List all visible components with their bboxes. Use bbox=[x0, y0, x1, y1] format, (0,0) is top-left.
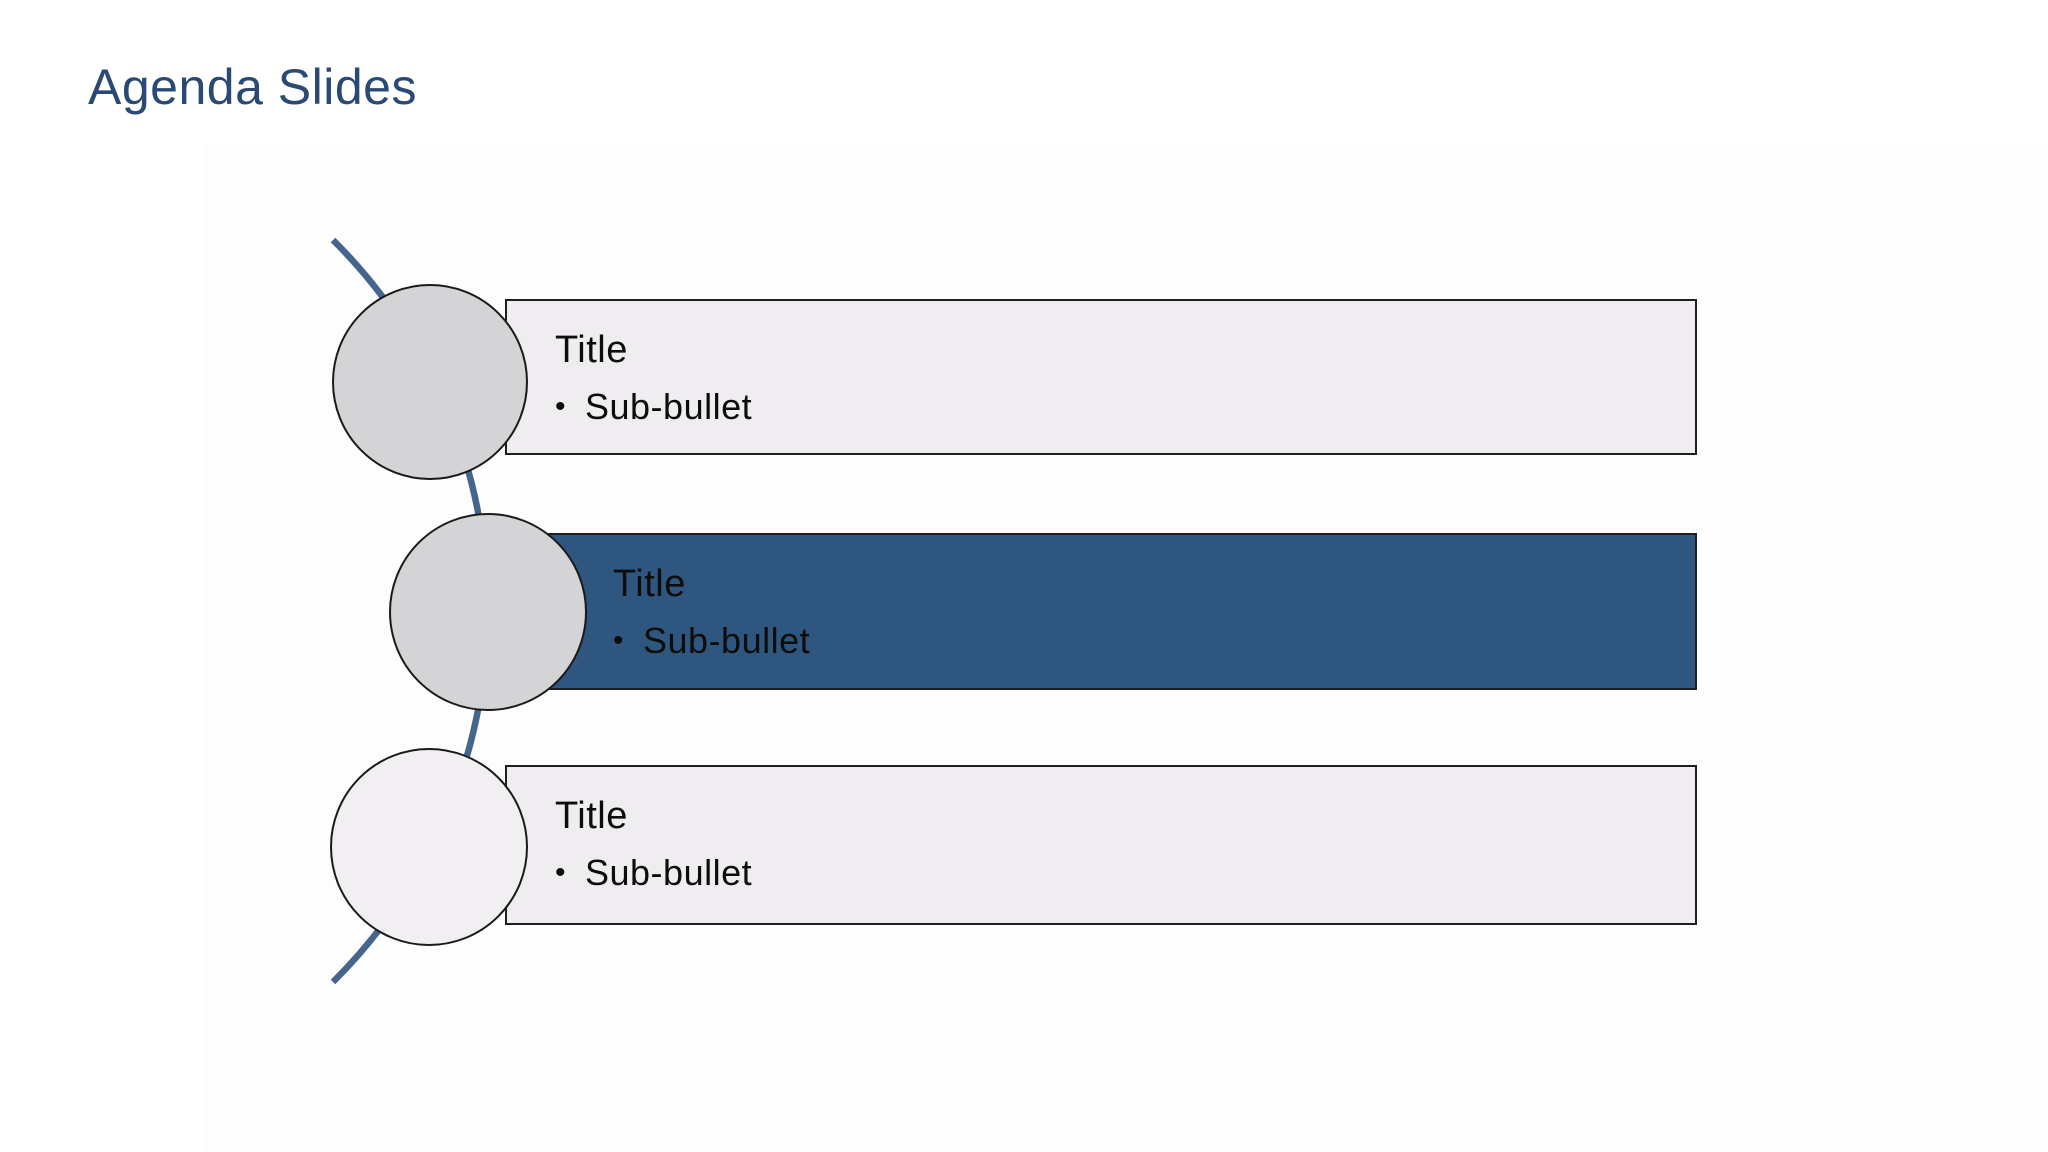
agenda-bar-3-sub-label: Sub-bullet bbox=[585, 852, 753, 893]
agenda-bar-1-title: Title bbox=[555, 329, 628, 371]
agenda-bar-1: Title • Sub-bullet bbox=[505, 299, 1697, 455]
agenda-bar-2-sub-label: Sub-bullet bbox=[643, 620, 811, 661]
agenda-circle-3 bbox=[330, 748, 528, 946]
agenda-bar-1-sub-label: Sub-bullet bbox=[585, 386, 753, 427]
agenda-bar-2-title: Title bbox=[613, 563, 686, 605]
agenda-bar-3-subline: • Sub-bullet bbox=[555, 852, 1695, 894]
agenda-bar-3-title: Title bbox=[555, 795, 628, 837]
agenda-bar-3: Title • Sub-bullet bbox=[505, 765, 1697, 925]
agenda-bar-2: Title • Sub-bullet bbox=[505, 533, 1697, 690]
agenda-bar-2-content: Title • Sub-bullet bbox=[507, 561, 1695, 662]
agenda-bar-3-content: Title • Sub-bullet bbox=[507, 793, 1695, 894]
agenda-circle-1 bbox=[332, 284, 528, 480]
agenda-circle-2 bbox=[389, 513, 587, 711]
page-title: Agenda Slides bbox=[88, 59, 417, 115]
bullet-icon: • bbox=[555, 390, 567, 423]
agenda-bar-2-subline: • Sub-bullet bbox=[613, 620, 1695, 662]
bullet-icon: • bbox=[613, 624, 625, 657]
agenda-bar-1-content: Title • Sub-bullet bbox=[507, 327, 1695, 428]
bullet-icon: • bbox=[555, 856, 567, 889]
agenda-bar-1-subline: • Sub-bullet bbox=[555, 386, 1695, 428]
